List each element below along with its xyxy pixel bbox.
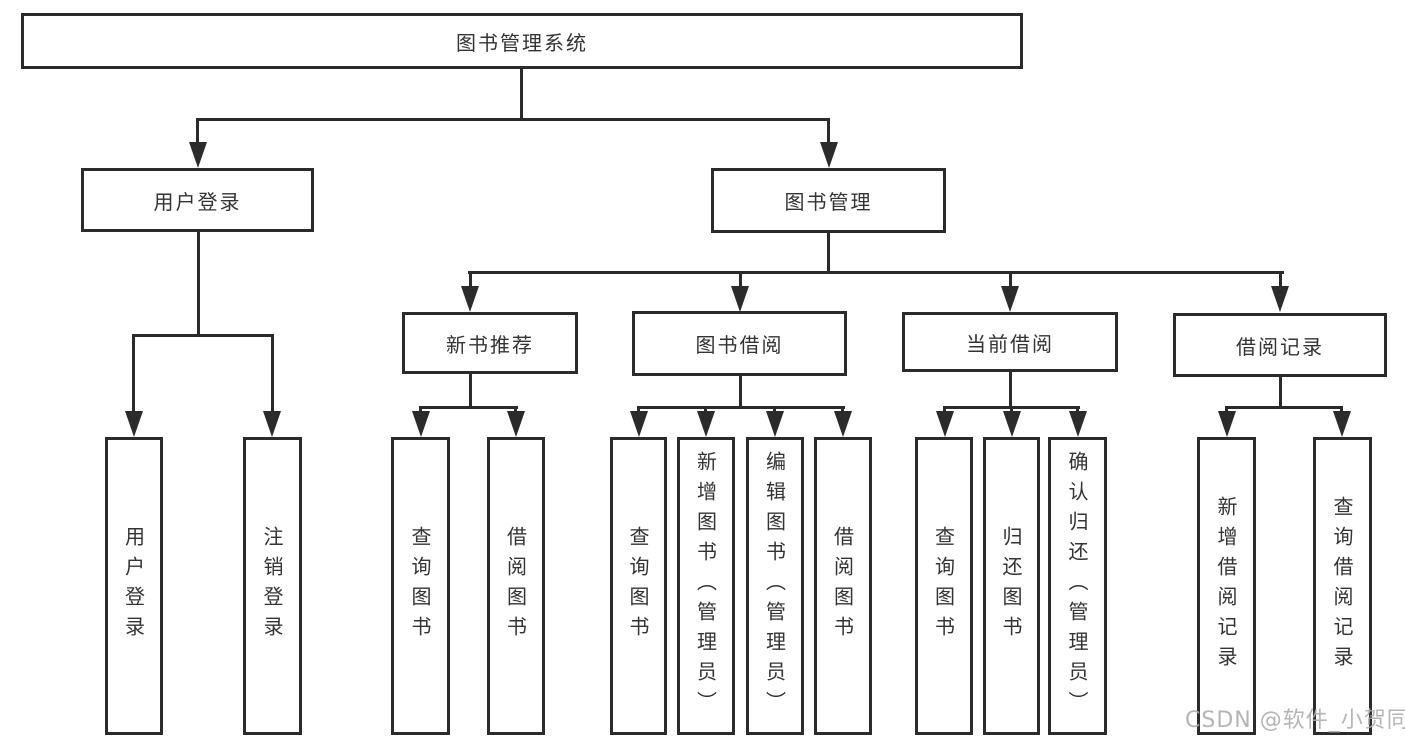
arrowhead-current-leaf2-icon [1003, 411, 1021, 437]
arrowhead-book-mgmt-icon [820, 142, 838, 168]
connector-current-stem [1009, 273, 1012, 289]
leaf-query-books-current-label: 查询图书 [931, 526, 956, 646]
arrowhead-borrowing-leaf4-icon [834, 411, 852, 437]
connector-records-vline [1279, 374, 1282, 408]
arrowhead-current-leaf1-icon [936, 411, 954, 437]
connector-records-group-hline [1225, 406, 1343, 409]
arrowhead-recommend-icon [461, 286, 479, 312]
leaf-query-books-recommend: 查询图书 [391, 437, 450, 735]
connector-current-leaf3-stem [1076, 406, 1079, 414]
connector-recommend-vline [469, 373, 472, 408]
connector-borrowing-leaf4-stem [841, 406, 844, 414]
connector-book-mgmt-vline [827, 233, 830, 273]
leaf-borrow-books-recommend: 借阅图书 [487, 437, 545, 735]
connector-leaf-user-login-stem [132, 336, 135, 412]
connector-records-leaf2-stem [1340, 406, 1343, 414]
leaf-return-book: 归还图书 [983, 437, 1040, 735]
arrowhead-user-login-icon [189, 142, 207, 168]
node-borrowing-records: 借阅记录 [1173, 313, 1387, 377]
arrowhead-records-leaf2-icon [1333, 411, 1351, 437]
leaf-query-books-current: 查询图书 [915, 437, 973, 735]
node-book-management-label: 图书管理 [784, 190, 873, 214]
node-new-book-recommend-label: 新书推荐 [446, 332, 534, 357]
connector-recommend-leaf2-stem [514, 406, 517, 414]
leaf-borrow-books-recommend-label: 借阅图书 [503, 526, 528, 646]
node-current-borrowing-label: 当前借阅 [966, 331, 1054, 356]
connector-user-login-stem [196, 120, 199, 146]
node-book-borrowing: 图书借阅 [632, 311, 847, 376]
connector-root-vline [520, 69, 523, 120]
connector-borrowing-leaf2-stem [704, 406, 707, 414]
connector-borrowing-group-hline [637, 406, 845, 409]
arrowhead-borrowing-icon [731, 286, 749, 312]
leaf-add-book-admin: 新增图书（管理员） [677, 437, 735, 735]
arrowhead-records-leaf1-icon [1218, 411, 1236, 437]
arrowhead-borrowing-leaf1-icon [630, 411, 648, 437]
connector-recommend-group-hline [419, 406, 518, 409]
arrowhead-recommend-leaf2-icon [507, 411, 525, 437]
connector-records-leaf1-stem [1225, 406, 1228, 414]
leaf-borrow-books-borrowing-label: 借阅图书 [830, 526, 855, 646]
connector-user-login-vline [197, 232, 200, 336]
connector-current-vline [1009, 372, 1012, 408]
node-borrowing-records-label: 借阅记录 [1236, 334, 1324, 359]
connector-borrowing-stem [739, 273, 742, 289]
arrowhead-current-icon [1001, 286, 1019, 312]
leaf-user-login-label: 用户登录 [121, 526, 146, 646]
leaf-borrow-books-borrowing: 借阅图书 [814, 437, 872, 735]
node-root: 图书管理系统 [21, 13, 1023, 69]
connector-recommend-stem [469, 273, 472, 289]
node-current-borrowing: 当前借阅 [902, 312, 1118, 372]
leaf-query-borrow-record-label: 查询借阅记录 [1330, 496, 1354, 676]
connector-current-leaf1-stem [943, 406, 946, 414]
leaf-logout-label: 注销登录 [260, 526, 284, 646]
node-new-book-recommend: 新书推荐 [402, 312, 578, 374]
leaf-logout: 注销登录 [243, 437, 302, 735]
connector-borrowing-leaf1-stem [637, 406, 640, 414]
connector-level2-hline [196, 118, 830, 121]
csdn-watermark: CSDN @软件_小贺同学 [1185, 708, 1405, 733]
leaf-add-book-admin-label: 新增图书（管理员） [693, 451, 718, 721]
connector-level3-hline [468, 271, 1284, 274]
node-root-label: 图书管理系统 [456, 30, 588, 55]
leaf-confirm-return-admin: 确认归还（管理员） [1048, 437, 1107, 735]
connector-book-mgmt-stem [827, 120, 830, 146]
connector-current-leaf2-stem [1010, 406, 1013, 414]
leaf-confirm-return-admin-label: 确认归还（管理员） [1065, 451, 1089, 721]
leaf-query-books-borrowing-label: 查询图书 [626, 526, 650, 646]
arrowhead-leaf-logout-icon [263, 411, 281, 437]
arrowhead-borrowing-leaf2-icon [697, 411, 715, 437]
connector-user-login-group-hline [132, 334, 274, 337]
leaf-add-borrow-record-label: 新增借阅记录 [1214, 496, 1238, 676]
arrowhead-current-leaf3-icon [1069, 411, 1087, 437]
connector-borrowing-leaf3-stem [773, 406, 776, 414]
leaf-add-borrow-record: 新增借阅记录 [1197, 437, 1256, 735]
node-user-login-label: 用户登录 [153, 189, 242, 214]
leaf-return-book-label: 归还图书 [999, 526, 1023, 646]
arrowhead-leaf-user-login-icon [125, 411, 143, 437]
leaf-query-books-recommend-label: 查询图书 [408, 526, 432, 646]
connector-borrowing-vline [739, 374, 742, 408]
leaf-edit-book-admin-label: 编辑图书（管理员） [762, 451, 787, 721]
leaf-edit-book-admin: 编辑图书（管理员） [746, 437, 804, 735]
node-book-borrowing-label: 图书借阅 [695, 333, 784, 357]
arrowhead-recommend-leaf1-icon [412, 411, 430, 437]
leaf-query-books-borrowing: 查询图书 [610, 437, 667, 735]
leaf-query-borrow-record: 查询借阅记录 [1313, 437, 1372, 735]
connector-recommend-leaf1-stem [419, 406, 422, 414]
node-user-login: 用户登录 [81, 168, 314, 232]
node-book-management: 图书管理 [711, 168, 946, 233]
arrowhead-records-icon [1271, 286, 1289, 312]
leaf-user-login: 用户登录 [105, 437, 163, 735]
connector-leaf-logout-stem [271, 336, 274, 412]
arrowhead-borrowing-leaf3-icon [766, 411, 784, 437]
connector-records-stem [1279, 273, 1282, 289]
